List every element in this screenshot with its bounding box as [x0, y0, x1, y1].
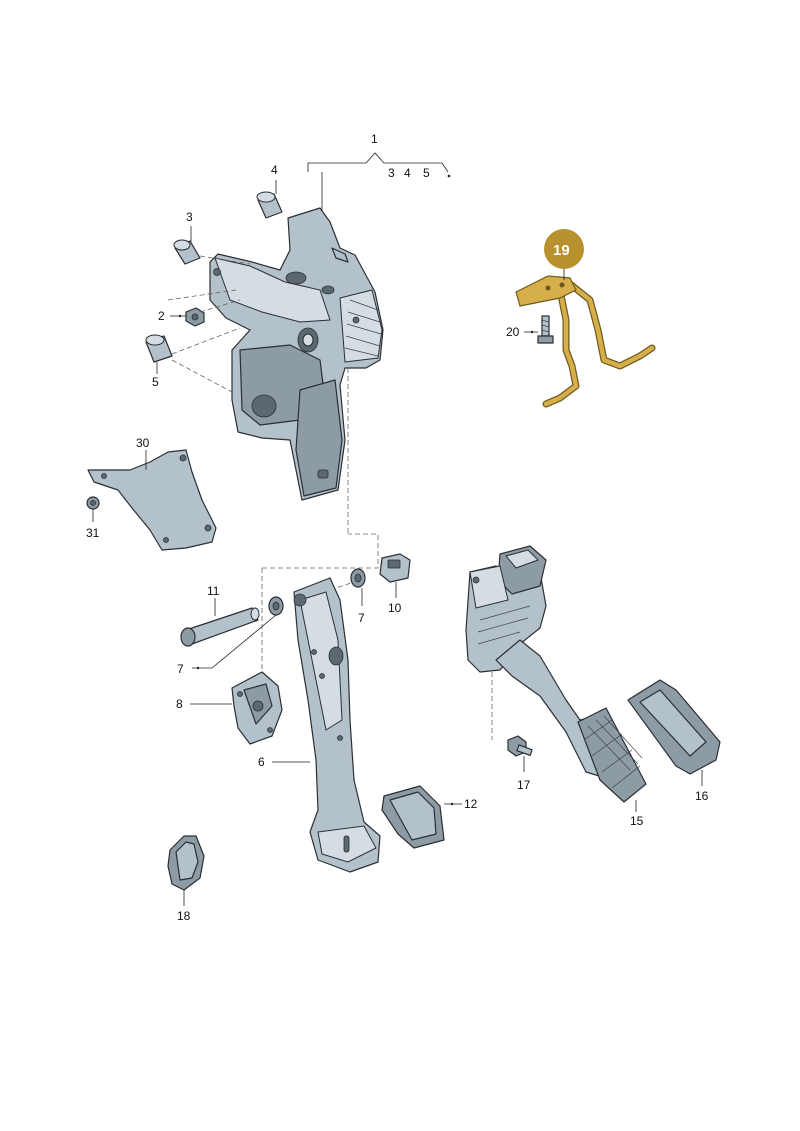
label-20[interactable]: 20 [506, 325, 520, 339]
label-30[interactable]: 30 [136, 436, 150, 450]
label-31[interactable]: 31 [86, 526, 100, 540]
part-2-nut: 2 [158, 289, 241, 327]
part-6-brake-pedal-arm: 6 [258, 577, 381, 873]
label-6[interactable]: 6 [258, 755, 265, 769]
part-11-pivot-pin: 11 [180, 584, 260, 647]
label-18[interactable]: 18 [177, 909, 191, 923]
part-10-clip: 10 [379, 553, 411, 615]
label-11[interactable]: 11 [207, 584, 220, 598]
part-7-washer-left: 7 [177, 596, 284, 676]
label-16[interactable]: 16 [695, 789, 709, 803]
part-7-washer-right: 7 [350, 568, 366, 625]
label-1-sub-3[interactable]: 3 [388, 166, 395, 180]
label-4[interactable]: 4 [271, 163, 278, 177]
label-12[interactable]: 12 [464, 797, 478, 811]
part-18-cap: 18 [167, 835, 205, 923]
label-1-sub-4[interactable]: 4 [404, 166, 411, 180]
part-4-bushing: 4 [256, 163, 283, 219]
part-8-bracket: 8 [176, 671, 283, 745]
pedal-bracket [209, 207, 384, 501]
part-31-nut: 31 [86, 496, 100, 540]
part-19-release-rod [515, 262, 656, 408]
part-17-bolt: 17 [507, 735, 533, 792]
label-3[interactable]: 3 [186, 210, 193, 224]
label-7-left[interactable]: 7 [177, 662, 184, 676]
part-1-callout: 1 3 4 5 [307, 132, 451, 212]
part-12-brake-pad: 12 [381, 785, 478, 849]
label-15[interactable]: 15 [630, 814, 644, 828]
label-1-sub-5[interactable]: 5 [423, 166, 430, 180]
label-19[interactable]: 19 [553, 242, 570, 259]
label-1[interactable]: 1 [371, 132, 378, 146]
label-8[interactable]: 8 [176, 697, 183, 711]
label-17[interactable]: 17 [517, 778, 531, 792]
part-16-pedal-pad: 16 [627, 679, 721, 803]
part-30-plate: 30 [87, 436, 217, 551]
part-15-accelerator-pedal: 15 [465, 545, 647, 828]
label-2[interactable]: 2 [158, 309, 165, 323]
label-10[interactable]: 10 [388, 601, 402, 615]
label-5[interactable]: 5 [152, 375, 159, 389]
part-3-bushing: 3 [173, 210, 251, 265]
part-20-bolt: 20 [506, 315, 554, 344]
part-5-bushing: 5 [145, 327, 241, 393]
label-7-right[interactable]: 7 [358, 611, 365, 625]
part-19-badge: 19 [544, 229, 584, 269]
